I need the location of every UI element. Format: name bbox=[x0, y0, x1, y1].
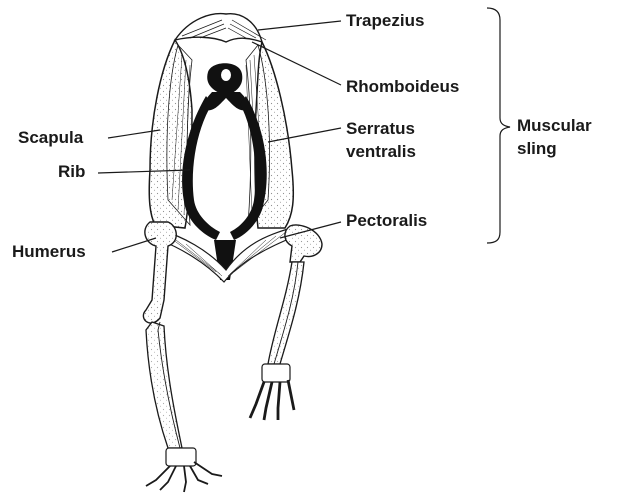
label-serratus-line1: Serratus bbox=[346, 119, 415, 139]
label-rib: Rib bbox=[58, 162, 85, 182]
label-humerus: Humerus bbox=[12, 242, 86, 262]
left-paw bbox=[146, 448, 222, 492]
label-rhomboideus: Rhomboideus bbox=[346, 77, 459, 97]
label-pectoralis: Pectoralis bbox=[346, 211, 427, 231]
vertebral-canal bbox=[221, 69, 231, 81]
sling-brace bbox=[487, 8, 510, 243]
trapezius-muscle bbox=[175, 14, 266, 42]
label-muscular-sling-line2: sling bbox=[517, 139, 557, 159]
right-paw bbox=[250, 364, 294, 420]
left-forearm bbox=[146, 322, 182, 448]
label-scapula: Scapula bbox=[18, 128, 83, 148]
label-muscular-sling-line1: Muscular bbox=[517, 116, 592, 136]
label-trapezius: Trapezius bbox=[346, 11, 424, 31]
vertebra-process bbox=[203, 92, 248, 110]
right-forearm bbox=[268, 262, 304, 364]
leader-trapezius bbox=[258, 21, 341, 30]
leader-humerus bbox=[112, 238, 156, 252]
right-humerus bbox=[285, 225, 322, 262]
left-humerus bbox=[143, 222, 176, 323]
label-serratus-line2: ventralis bbox=[346, 142, 416, 162]
